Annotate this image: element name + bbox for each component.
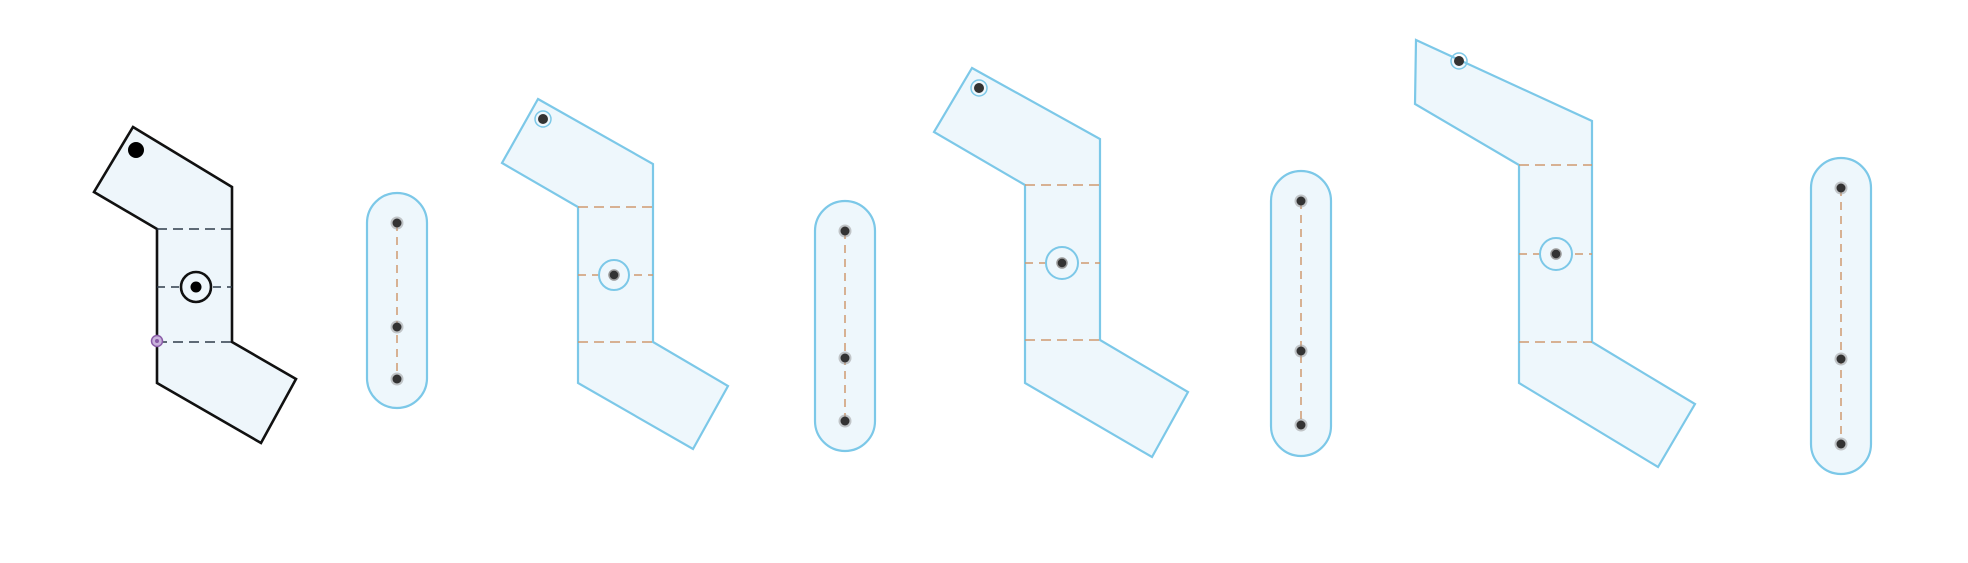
pin-icon[interactable]	[538, 114, 548, 124]
slot-3[interactable]	[1269, 169, 1333, 458]
pin-icon[interactable]	[128, 142, 144, 158]
pin-icon-ring	[1450, 52, 1468, 70]
pin-icon[interactable]	[1296, 196, 1306, 206]
hub-center-dot	[608, 269, 620, 281]
pin-icon[interactable]	[1836, 354, 1846, 364]
slot-4[interactable]	[1809, 156, 1873, 476]
pin-icon-ring	[970, 79, 988, 97]
pin-icon[interactable]	[840, 416, 850, 426]
piece-2[interactable]	[500, 97, 730, 451]
snap-point-center	[155, 339, 159, 343]
slot-2[interactable]	[813, 199, 877, 453]
piece-1[interactable]	[92, 125, 298, 445]
pin-icon[interactable]	[392, 374, 402, 384]
piece-4[interactable]	[1413, 38, 1697, 469]
hub-center-dot	[1550, 248, 1562, 260]
pin-icon[interactable]	[1836, 183, 1846, 193]
slot-1[interactable]	[365, 191, 429, 410]
piece-3[interactable]	[932, 66, 1190, 459]
pin-icon[interactable]	[840, 226, 850, 236]
hub-center-dot	[1056, 257, 1068, 269]
pin-icon[interactable]	[1454, 56, 1464, 66]
pin-icon[interactable]	[1836, 439, 1846, 449]
pin-icon[interactable]	[1296, 420, 1306, 430]
pin-icon[interactable]	[392, 218, 402, 228]
pin-icon-ring	[534, 110, 552, 128]
pin-icon[interactable]	[392, 322, 402, 332]
pin-icon[interactable]	[974, 83, 984, 93]
hub-center-dot	[190, 281, 202, 293]
slot-2-capsule[interactable]	[813, 199, 877, 453]
pin-icon[interactable]	[1296, 346, 1306, 356]
pin-icon[interactable]	[840, 353, 850, 363]
